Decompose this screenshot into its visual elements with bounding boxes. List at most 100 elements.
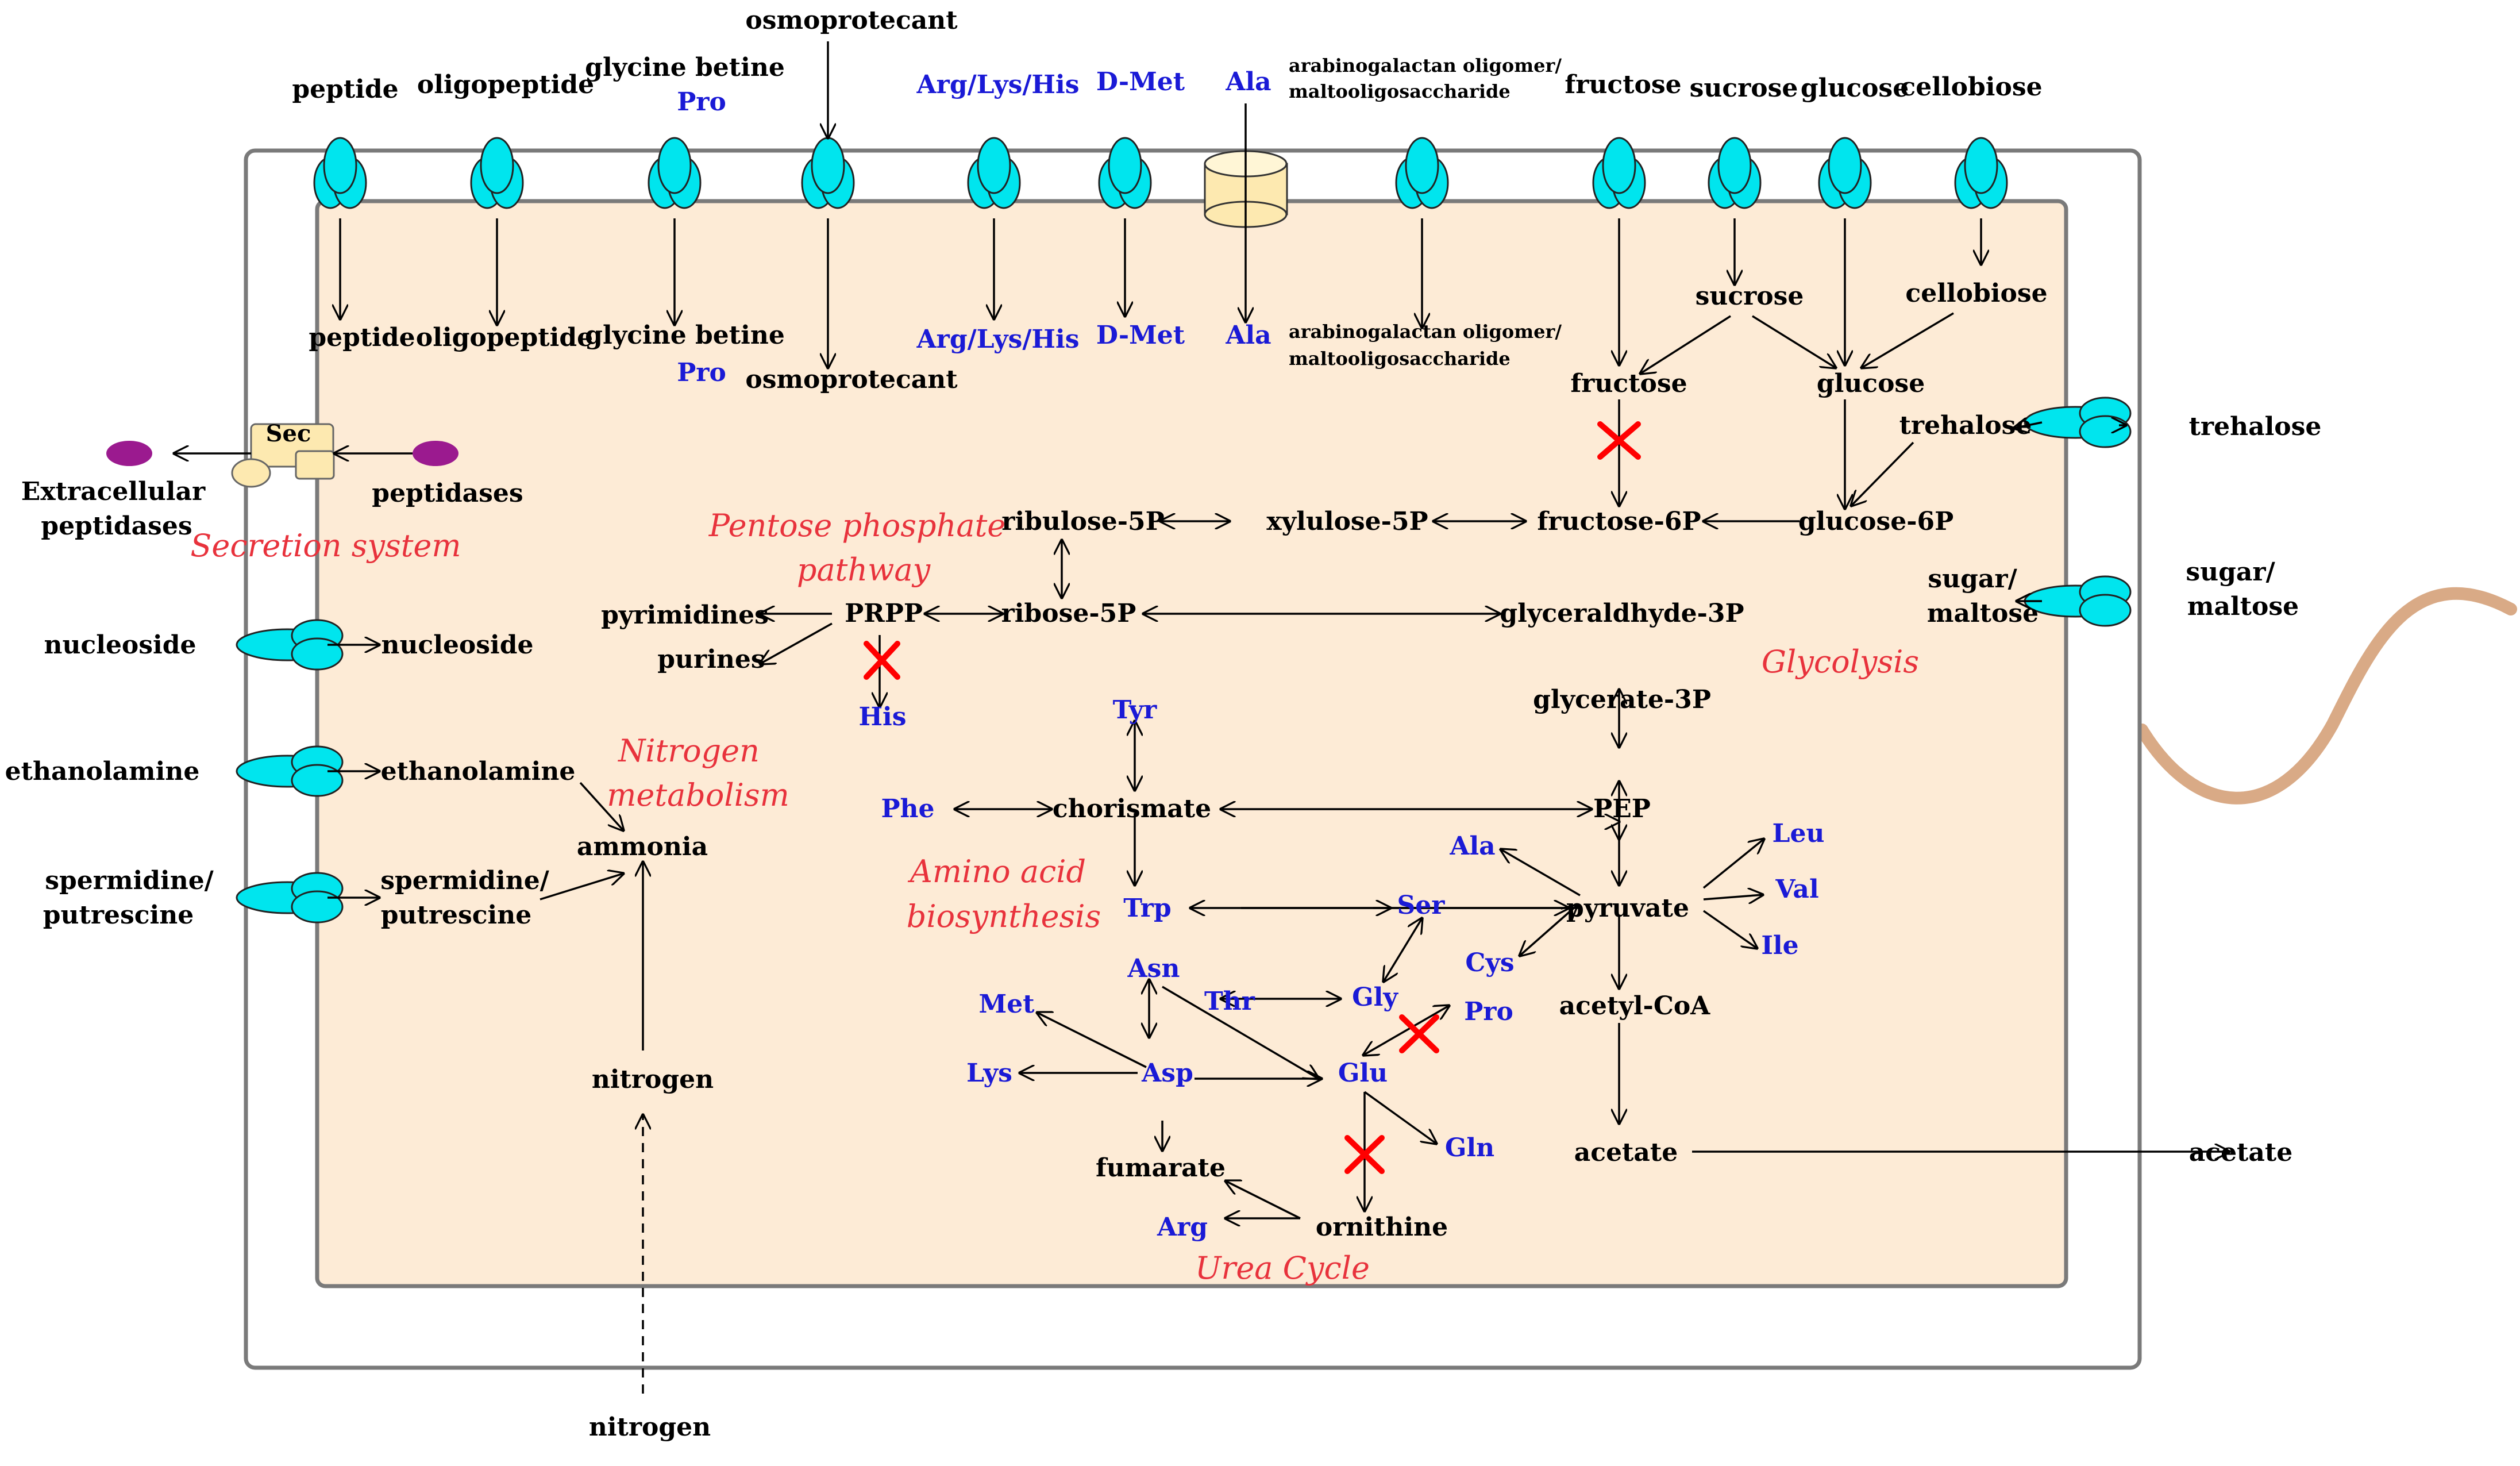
maltose-in-label: maltose: [1927, 599, 2039, 628]
acetate-in-label: acetate: [1574, 1138, 1678, 1167]
glycine-betine-in-label: glycine betine: [585, 321, 785, 350]
glycerate-3p-label: glycerate-3P: [1533, 685, 1711, 714]
peptide-out-label: peptide: [292, 75, 398, 104]
pep-label: PEP: [1593, 794, 1651, 824]
peptide-in-label: peptide: [309, 323, 415, 352]
oligopeptide-out-label: oligopeptide: [417, 70, 594, 99]
glucose-out-label: glucose: [1801, 74, 1909, 103]
prpp-label: PRPP: [845, 599, 923, 628]
ornithine-label: ornithine: [1316, 1213, 1448, 1242]
sec-subunit-a: [231, 458, 271, 488]
ammonia-label: ammonia: [577, 832, 708, 861]
his-label: His: [858, 702, 906, 732]
cellobiose-out-label: cellobiose: [1900, 72, 2042, 102]
pro-in-label: Pro: [677, 358, 726, 387]
val-label: Val: [1775, 875, 1818, 904]
arabinogalactan-in-label: arabinogalactan oligomer/: [1289, 321, 1562, 343]
purines-label: purines: [657, 645, 765, 674]
chorismate-label: chorismate: [1053, 794, 1211, 824]
ethanolamine-in-label: ethanolamine: [381, 757, 576, 786]
ala-product-label: Ala: [1449, 832, 1495, 861]
pentose-phosphate-title: Pentose phosphate: [708, 507, 1005, 544]
secretion-system-title: Secretion system: [190, 528, 461, 564]
acetate-out-label: acetate: [2189, 1138, 2292, 1167]
cellobiose-in-label: cellobiose: [1905, 279, 2047, 308]
arabinogalactan-out-label: arabinogalactan oligomer/: [1289, 55, 1562, 76]
glyceraldhyde-3p-label: glyceraldhyde-3P: [1500, 599, 1744, 628]
arabinogalactan-transporter-icon: [1395, 137, 1449, 209]
nitrogen-out-label: nitrogen: [589, 1413, 711, 1442]
fructose-block-x-icon: [1597, 421, 1641, 460]
maltooligosaccharide-in-label: maltooligosaccharide: [1289, 348, 1511, 370]
nitrogen-in-label: nitrogen: [592, 1065, 714, 1094]
thr-label: Thr: [1204, 987, 1255, 1016]
extracellular-peptidases-label: peptidases: [41, 511, 192, 541]
putrescine-in-label: putrescine: [381, 901, 532, 930]
glycine-betine-out-label: glycine betine: [585, 53, 785, 82]
urea-cycle-title: Urea Cycle: [1195, 1250, 1370, 1286]
arg-label: Arg: [1157, 1213, 1208, 1242]
asn-label: Asn: [1127, 954, 1180, 983]
nitrogen-metabolism-title-line2: metabolism: [607, 777, 789, 813]
pentose-phosphate-title-line2: pathway: [797, 552, 931, 588]
pyruvate-label: pyruvate: [1566, 894, 1689, 923]
ornithine-block-x-icon: [1344, 1135, 1385, 1174]
pro-out-label: Pro: [677, 87, 726, 117]
osmoprotecant-transporter-icon: [801, 137, 855, 209]
pro-product-label: Pro: [1464, 997, 1513, 1026]
fructose-6p-label: fructose-6P: [1537, 507, 1701, 536]
his-block-x-icon: [864, 641, 900, 680]
nucleoside-out-label: nucleoside: [44, 630, 196, 660]
amino-acid-title-line2: biosynthesis: [907, 898, 1101, 934]
flagellum: [2136, 587, 2517, 805]
phe-label: Phe: [881, 794, 934, 824]
trehalose-out-label: trehalose: [2189, 412, 2322, 441]
fructose-transporter-icon: [1592, 137, 1646, 209]
tyr-label: Tyr: [1113, 695, 1157, 725]
sugar-out-label: sugar/: [2186, 557, 2275, 587]
cytoplasm: [315, 199, 2068, 1288]
amino-acid-title: Amino acid: [907, 853, 1086, 890]
lys-label: Lys: [966, 1059, 1012, 1088]
sucrose-transporter-icon: [1708, 137, 1762, 209]
fumarate-label: fumarate: [1096, 1153, 1226, 1183]
gln-label: Gln: [1445, 1133, 1494, 1163]
trehalose-in-label: trehalose: [1899, 411, 2032, 440]
fructose-in-label: fructose: [1570, 369, 1687, 398]
ala-out-label: Ala: [1225, 67, 1271, 97]
osmoprotecant-out-label: osmoprotecant: [745, 6, 958, 35]
arg-lys-his-out-label: Arg/Lys/His: [916, 70, 1080, 99]
d-met-in-label: D-Met: [1096, 321, 1185, 350]
oligopeptide-transporter-icon: [470, 137, 524, 209]
sucrose-out-label: sucrose: [1690, 74, 1798, 103]
putrescine-out-label: putrescine: [43, 901, 194, 930]
pyrimidines-label: pyrimidines: [601, 601, 769, 630]
maltose-out-label: maltose: [2187, 592, 2299, 621]
cellobiose-transporter-icon: [1954, 137, 2008, 209]
d-met-transporter-icon: [1098, 137, 1152, 209]
glycolysis-title: Glycolysis: [1762, 644, 1919, 680]
nitrogen-metabolism-title: Nitrogen: [617, 733, 760, 769]
extracellular-label: Extracellular: [21, 477, 206, 506]
nucleoside-in-label: nucleoside: [381, 630, 533, 660]
arg-lys-his-in-label: Arg/Lys/His: [916, 325, 1080, 354]
peptidase-dot: [413, 441, 458, 466]
xylulose-5p-label: xylulose-5P: [1266, 507, 1428, 536]
sugar-in-label: sugar/: [1928, 564, 2017, 594]
pro-block-x-icon: [1399, 1014, 1439, 1053]
spermidine-out-label: spermidine/: [45, 866, 214, 895]
glucose-in-label: glucose: [1817, 369, 1925, 398]
spermidine-in-label: spermidine/: [380, 866, 549, 895]
glu-label: Glu: [1338, 1059, 1388, 1088]
arg-lys-his-transporter-icon: [967, 137, 1021, 209]
glucose-transporter-icon: [1818, 137, 1872, 209]
ser-label: Ser: [1397, 891, 1446, 920]
ile-label: Ile: [1761, 931, 1798, 960]
fructose-out-label: fructose: [1565, 70, 1681, 99]
maltooligosaccharide-out-label: maltooligosaccharide: [1289, 80, 1511, 102]
d-met-out-label: D-Met: [1096, 67, 1185, 97]
oligopeptide-in-label: oligopeptide: [416, 323, 593, 352]
acetyl-coa-label: acetyl-CoA: [1559, 991, 1711, 1021]
